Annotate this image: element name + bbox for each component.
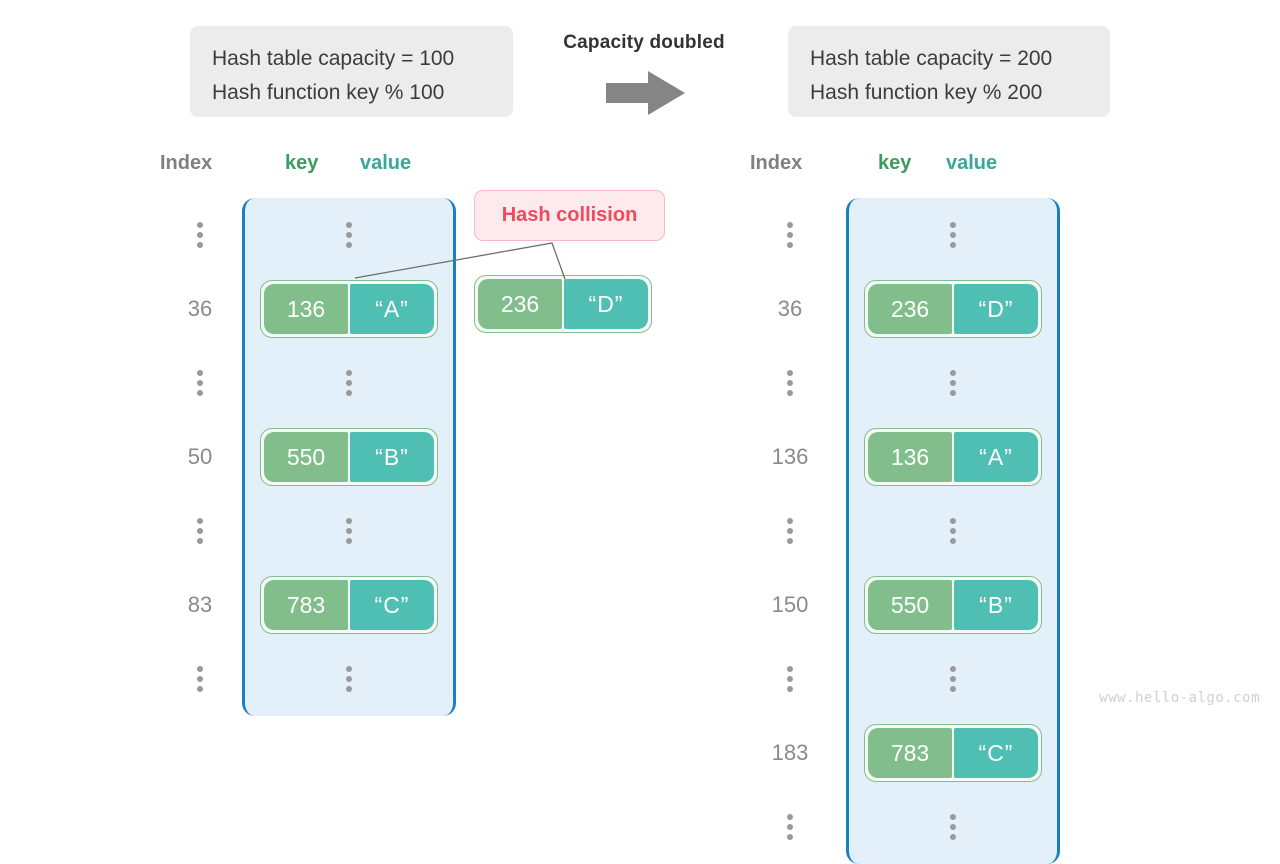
hash-collision-label: Hash collision [501,204,638,226]
bucket-ellipsis [849,346,1057,420]
vertical-dots-icon [197,666,203,692]
index-ellipsis [160,642,240,716]
index-ellipsis [160,198,240,272]
bucket-ellipsis [849,198,1057,272]
vertical-dots-icon [950,666,956,692]
capacity-text-before: Hash table capacity = 100 [212,47,455,70]
index-ellipsis [750,346,830,420]
vertical-dots-icon [346,222,352,248]
key-box: 136 [868,432,952,482]
index-ellipsis [160,346,240,420]
index-label: 183 [771,740,809,765]
key-value-pair: 236 “D” [474,275,652,333]
index-ellipsis [750,790,830,864]
vertical-dots-icon [950,814,956,840]
bucket-entry: 550“B” [849,568,1057,642]
right-arrow-icon [606,70,686,116]
capacity-doubled-label: Capacity doubled [563,32,725,53]
key-value-pair: 550“B” [260,428,438,486]
index-label: 136 [771,444,809,469]
bucket-entry: 783“C” [849,716,1057,790]
key-value-pair: 236“D” [864,280,1042,338]
value-box: “C” [350,580,434,630]
index-ellipsis [750,642,830,716]
index-label: 150 [771,592,809,617]
vertical-dots-icon [787,222,793,248]
bucket-ellipsis [849,642,1057,716]
header-index-left: Index [160,152,213,174]
vertical-dots-icon [346,370,352,396]
bucket-ellipsis [849,790,1057,864]
index-ellipsis [750,198,830,272]
bucket-ellipsis [849,494,1057,568]
vertical-dots-icon [197,222,203,248]
vertical-dots-icon [787,370,793,396]
collided-pair: 236 “D” [474,275,652,333]
value-box: “B” [954,580,1038,630]
bucket-ellipsis [245,198,453,272]
info-box-before: Hash table capacity = 100 Hash function … [190,26,513,117]
key-value-pair: 136“A” [260,280,438,338]
key-box: 236 [478,279,562,329]
index-label: 83 [187,592,213,617]
index-column-left: 36 50 83 [160,198,240,716]
watermark: www.hello-algo.com [1099,690,1260,706]
key-value-pair: 783“C” [864,724,1042,782]
index-ellipsis [750,494,830,568]
vertical-dots-icon [346,666,352,692]
value-box: “A” [350,284,434,334]
value-box: “A” [954,432,1038,482]
key-box: 136 [264,284,348,334]
vertical-dots-icon [787,666,793,692]
info-box-after: Hash table capacity = 200 Hash function … [788,26,1110,117]
bucket-column-right: 236“D” 136“A” 550“B” 783“C” [846,198,1060,864]
header-value-right: value [946,152,998,174]
hash-collision-callout: Hash collision [474,190,665,241]
value-box: “D” [564,279,648,329]
key-box: 550 [868,580,952,630]
vertical-dots-icon [197,518,203,544]
bucket-entry: 136“A” [245,272,453,346]
key-value-pair: 136“A” [864,428,1042,486]
key-box: 783 [264,580,348,630]
bucket-ellipsis [245,642,453,716]
key-value-pair: 550“B” [864,576,1042,634]
vertical-dots-icon [950,518,956,544]
bucket-entry: 236“D” [849,272,1057,346]
index-label: 36 [187,296,213,321]
bucket-entry: 136“A” [849,420,1057,494]
bucket-ellipsis [245,346,453,420]
key-value-pair: 783“C” [260,576,438,634]
index-label: 36 [777,296,803,321]
hash-function-text-after: Hash function key % 200 [810,81,1043,105]
value-box: “D” [954,284,1038,334]
vertical-dots-icon [346,518,352,544]
vertical-dots-icon [787,518,793,544]
vertical-dots-icon [787,814,793,840]
header-index-right: Index [750,152,803,174]
key-box: 236 [868,284,952,334]
bucket-entry: 783“C” [245,568,453,642]
value-box: “B” [350,432,434,482]
hash-function-text-before: Hash function key % 100 [212,81,445,105]
bucket-entry: 550“B” [245,420,453,494]
diagram-canvas: Hash table capacity = 100 Hash function … [160,26,1260,864]
index-column-right: 36 136 150 183 [750,198,830,864]
capacity-text-after: Hash table capacity = 200 [810,47,1053,70]
bucket-ellipsis [245,494,453,568]
vertical-dots-icon [950,222,956,248]
vertical-dots-icon [197,370,203,396]
header-key-right: key [878,152,912,174]
key-box: 550 [264,432,348,482]
value-box: “C” [954,728,1038,778]
bucket-column-left: 136“A” 550“B” 783“C” [242,198,456,716]
vertical-dots-icon [950,370,956,396]
header-value-left: value [360,152,412,174]
header-key-left: key [285,152,319,174]
key-box: 783 [868,728,952,778]
index-label: 50 [187,444,213,469]
index-ellipsis [160,494,240,568]
